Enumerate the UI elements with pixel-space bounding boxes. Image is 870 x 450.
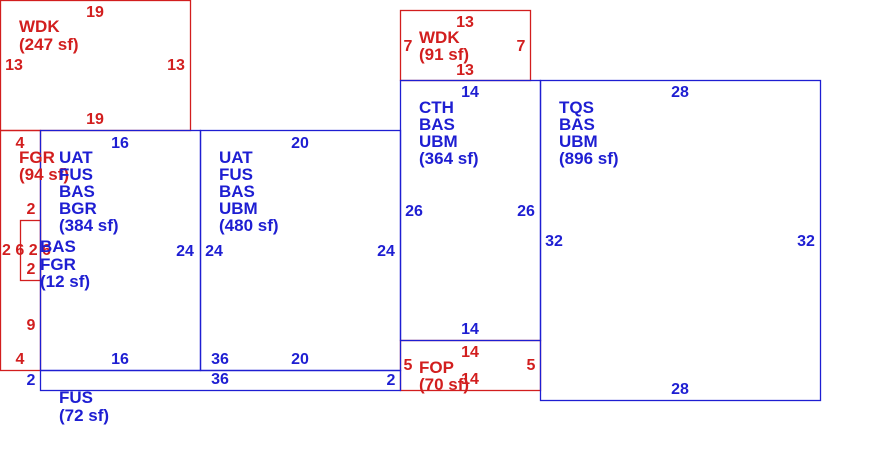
uat-left-line-4: BGR xyxy=(59,199,97,218)
fgr-left-dim-bottom: 4 xyxy=(16,351,25,368)
tqs-outline xyxy=(539,79,822,402)
wdk-small-dim-bottom: 13 xyxy=(456,62,474,79)
cth-area: (364 sf) xyxy=(419,149,479,168)
wdk-top-dim-bottom: 19 xyxy=(86,111,104,128)
fop-area: (70 sf) xyxy=(419,375,469,394)
fop-dim-bottom: 14 xyxy=(461,371,479,388)
fus-outline xyxy=(39,369,402,392)
fgr-left-dim-top: 4 xyxy=(16,135,25,152)
fgr-small-overlap-label: BAS xyxy=(40,237,76,256)
fus-code: FUS xyxy=(59,388,93,407)
fus-dim-top: 36 xyxy=(211,351,229,368)
wdk-small-dim-right: 7 xyxy=(517,38,526,55)
cth-line-1: CTH xyxy=(419,98,454,117)
cth-line-3: UBM xyxy=(419,132,458,151)
uat-left-dim-top: 16 xyxy=(111,135,129,152)
tqs-dim-right: 32 xyxy=(797,233,815,250)
uat-left-line-3: BAS xyxy=(59,182,95,201)
tqs-dim-bottom: 28 xyxy=(671,381,689,398)
fus-dim-left: 2 xyxy=(27,372,36,389)
cth-dim-top: 14 xyxy=(461,84,479,101)
wdk-top-dim-top: 19 xyxy=(86,4,104,21)
uat-left-dim-bottom: 16 xyxy=(111,351,129,368)
cth-dim-right: 26 xyxy=(517,203,535,220)
tqs-line-1: TQS xyxy=(559,98,594,117)
tqs-dim-left: 32 xyxy=(545,233,563,250)
uat-right-dim-right: 24 xyxy=(377,243,395,260)
tqs-line-2: BAS xyxy=(559,115,595,134)
cth-line-2: BAS xyxy=(419,115,455,134)
fgr-small-code: FGR xyxy=(40,255,76,274)
fop-code: FOP xyxy=(419,358,454,377)
fus-dim-right: 2 xyxy=(387,372,396,389)
wdk-top-code: WDK xyxy=(19,17,60,36)
tqs-line-3: UBM xyxy=(559,132,598,151)
fop-dim-left: 5 xyxy=(404,357,413,374)
fus-dim-bottom: 36 xyxy=(211,371,229,388)
wdk-small-dim-top: 13 xyxy=(456,14,474,31)
uat-left-area: (384 sf) xyxy=(59,216,119,235)
uat-left-line-1: UAT xyxy=(59,148,93,167)
cth-dim-left: 26 xyxy=(405,203,423,220)
fgr-small-area: (12 sf) xyxy=(40,272,90,291)
uat-right-area: (480 sf) xyxy=(219,216,279,235)
fus-area: (72 sf) xyxy=(59,406,109,425)
uat-left-dim-right: 24 xyxy=(176,243,194,260)
fop-dim-right: 5 xyxy=(527,357,536,374)
wdk-small-dim-left: 7 xyxy=(404,38,413,55)
wdk-small-area: (91 sf) xyxy=(419,45,469,64)
fgr-left-code: FGR xyxy=(19,148,55,167)
uat-right-dim-left: 24 xyxy=(205,243,223,260)
fgr-left-dim-side: 9 xyxy=(27,317,36,334)
fgr-left-dim-upper: 2 xyxy=(27,201,36,218)
uat-right-dim-bottom: 20 xyxy=(291,351,309,368)
wdk-top-dim-right: 13 xyxy=(167,57,185,74)
fgr-left-area: (94 sf) xyxy=(19,165,69,184)
tqs-area: (896 sf) xyxy=(559,149,619,168)
tqs-dim-top: 28 xyxy=(671,84,689,101)
cth-dim-bottom: 14 xyxy=(461,321,479,338)
uat-left-line-2: FUS xyxy=(59,165,93,184)
fgr-small-overlap-dims: 2 6 2 6 xyxy=(2,242,51,259)
uat-right-line-3: BAS xyxy=(219,182,255,201)
fgr-left-dim-lower: 2 xyxy=(27,261,36,278)
uat-right-line-4: UBM xyxy=(219,199,258,218)
uat-right-line-2: FUS xyxy=(219,165,253,184)
wdk-top-dim-left: 13 xyxy=(5,57,23,74)
wdk-top-area: (247 sf) xyxy=(19,35,79,54)
fop-dim-top: 14 xyxy=(461,344,479,361)
uat-right-line-1: UAT xyxy=(219,148,253,167)
uat-right-dim-top: 20 xyxy=(291,135,309,152)
wdk-small-code: WDK xyxy=(419,28,460,47)
